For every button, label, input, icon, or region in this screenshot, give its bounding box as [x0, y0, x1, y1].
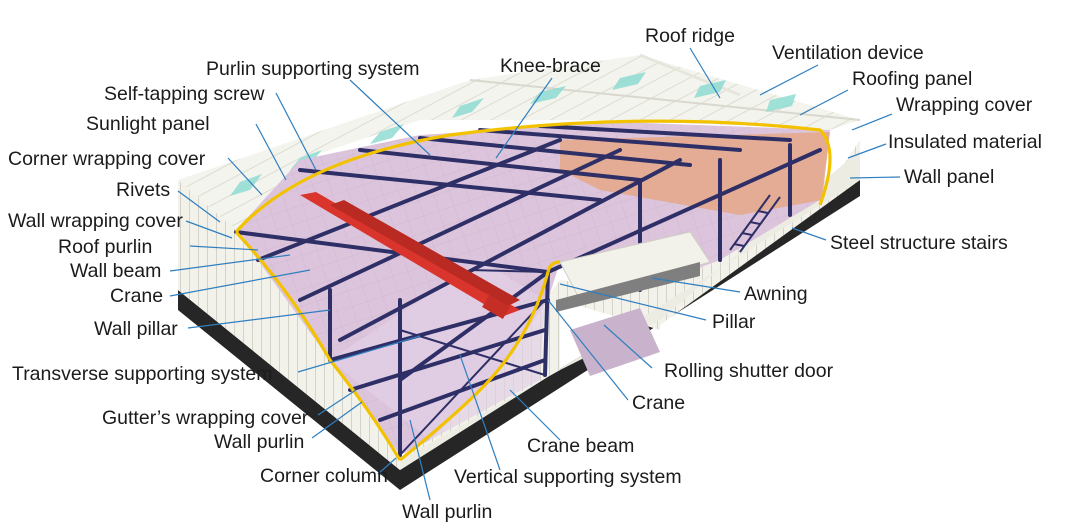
- label-roofing-panel: Roofing panel: [852, 68, 972, 90]
- label-rivets: Rivets: [116, 179, 170, 201]
- cutaway-outline: [234, 119, 832, 462]
- leader-lines: [169, 47, 901, 501]
- rolling-shutter-door: [570, 308, 660, 376]
- label-ventilation-device: Ventilation device: [772, 42, 924, 64]
- label-wall-pillar: Wall pillar: [94, 318, 178, 340]
- label-self-tapping-screw: Self-tapping screw: [104, 83, 265, 105]
- cutaway-interior: [236, 122, 830, 455]
- label-knee-brace: Knee-brace: [500, 55, 601, 77]
- label-wall-beam: Wall beam: [70, 260, 161, 282]
- label-wall-purlin-bottom: Wall purlin: [402, 501, 492, 523]
- label-rolling-shutter-door: Rolling shutter door: [664, 360, 834, 382]
- label-sunlight-panel: Sunlight panel: [86, 113, 210, 135]
- label-roof-purlin: Roof purlin: [58, 236, 152, 258]
- steel-frame: [234, 124, 822, 457]
- label-corner-wrapping-cover: Corner wrapping cover: [8, 148, 206, 170]
- labels: Roof ridge Ventilation device Roofing pa…: [8, 25, 1042, 523]
- label-corner-column: Corner column: [260, 465, 388, 487]
- label-steel-structure-stairs: Steel structure stairs: [830, 232, 1008, 254]
- label-roof-ridge: Roof ridge: [645, 25, 735, 47]
- roof: [178, 53, 861, 230]
- label-wrapping-cover: Wrapping cover: [896, 94, 1033, 116]
- crane: [300, 192, 520, 320]
- label-crane-left: Crane: [110, 285, 163, 307]
- label-crane-right: Crane: [632, 392, 685, 414]
- label-purlin-supporting-system: Purlin supporting system: [206, 58, 420, 80]
- label-pillar: Pillar: [712, 311, 756, 333]
- label-gutters-wrapping-cover: Gutter’s wrapping cover: [102, 407, 309, 429]
- steel-stairs: [729, 194, 781, 253]
- label-crane-beam: Crane beam: [527, 435, 634, 457]
- label-wall-panel: Wall panel: [904, 166, 994, 188]
- label-wall-wrapping-cover: Wall wrapping cover: [8, 210, 183, 232]
- label-transverse-supporting-system: Transverse supporting system: [12, 363, 272, 385]
- label-awning: Awning: [744, 283, 808, 305]
- label-vertical-supporting-system: Vertical supporting system: [454, 466, 682, 488]
- label-insulated-material: Insulated material: [888, 131, 1042, 153]
- label-wall-purlin-left: Wall purlin: [214, 431, 304, 453]
